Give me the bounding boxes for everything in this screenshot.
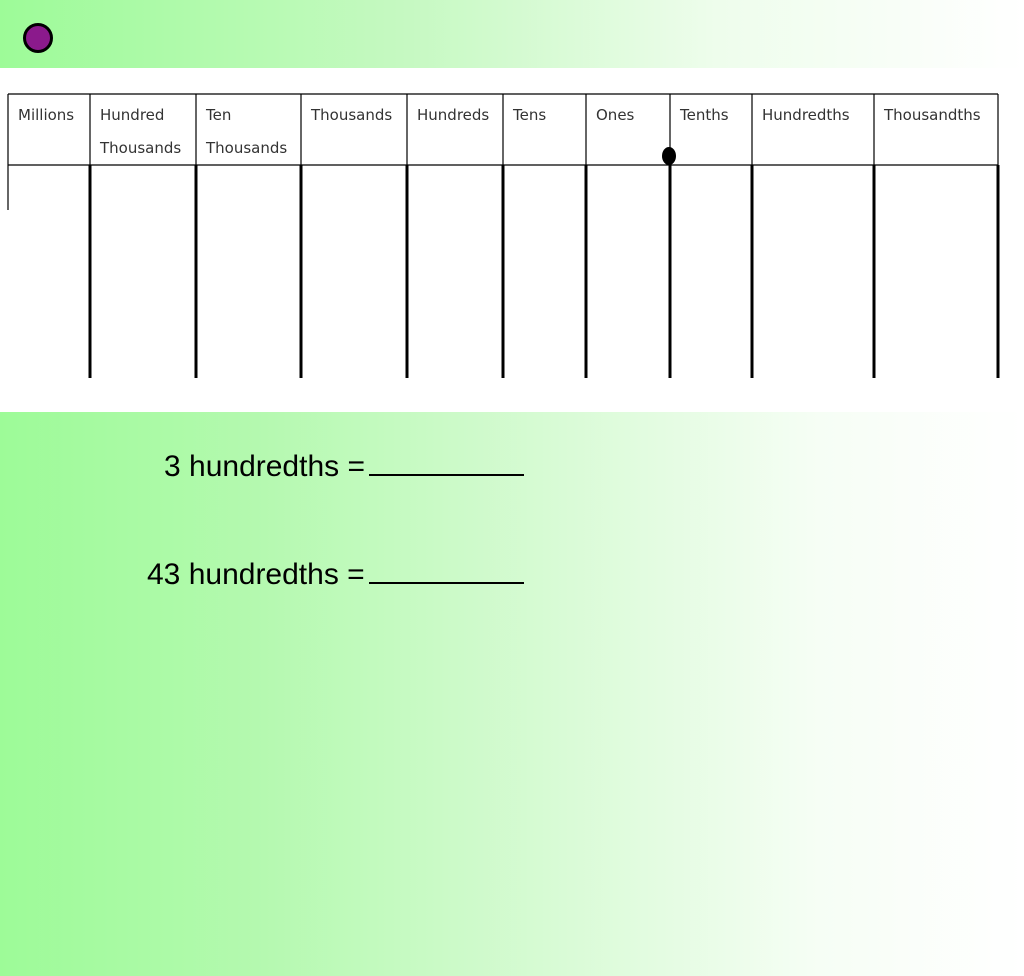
problem-1-answer-blank[interactable] (369, 450, 524, 476)
column-header-6-line-0: Ones (596, 106, 635, 124)
column-header-0-line-0: Millions (18, 106, 74, 124)
bullet-circle-icon (23, 23, 53, 53)
column-header-4-line-0: Hundreds (417, 106, 489, 124)
decimal-point-marker (662, 147, 676, 165)
column-header-9-line-0: Thousandths (883, 106, 981, 124)
problem-2: 43 hundredths = (147, 555, 524, 595)
column-header-2-line-0: Ten (205, 106, 231, 124)
title-band (0, 0, 1024, 68)
problem-1: 3 hundredths = (164, 447, 524, 487)
column-header-5-line-0: Tens (512, 106, 546, 124)
problem-2-answer-blank[interactable] (368, 558, 524, 584)
column-header-8-line-0: Hundredths (762, 106, 850, 124)
problem-2-text: 43 hundredths = (147, 558, 365, 591)
column-header-1-line-0: Hundred (100, 106, 164, 124)
problem-1-text: 3 hundredths = (164, 450, 365, 483)
column-header-2-line-1: Thousands (205, 139, 287, 157)
column-header-3-line-0: Thousands (310, 106, 392, 124)
column-header-1-line-1: Thousands (99, 139, 181, 157)
column-header-7-line-0: Tenths (679, 106, 729, 124)
